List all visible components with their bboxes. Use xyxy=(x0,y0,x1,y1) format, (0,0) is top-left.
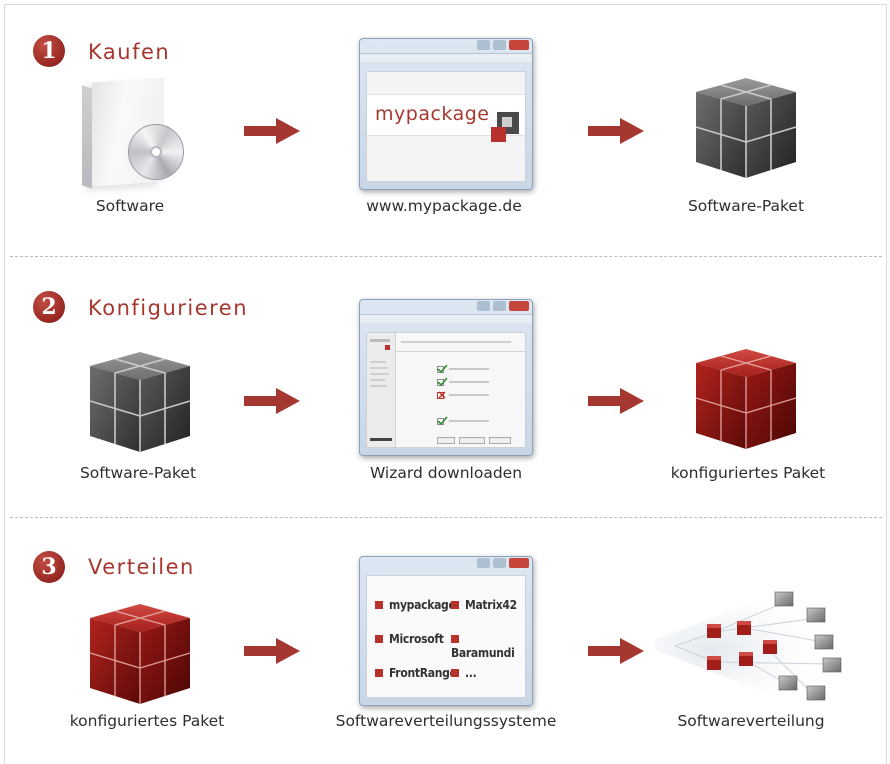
step-3-caption-distribution: Softwareverteilung xyxy=(677,712,825,730)
arrow-icon xyxy=(244,388,300,414)
grey-cube-icon xyxy=(695,78,797,178)
arrow-icon xyxy=(588,638,644,664)
step-2-title: Konfigurieren xyxy=(88,296,249,320)
system-item: FrontRange xyxy=(375,666,457,680)
arrow-icon xyxy=(588,118,644,144)
step-2-badge: 2 xyxy=(33,291,65,323)
step-2-caption-wizard: Wizard downloaden xyxy=(369,464,523,482)
arrow-icon xyxy=(244,118,300,144)
step-3-badge: 3 xyxy=(33,551,65,583)
section-divider xyxy=(10,256,882,257)
step-2-caption-configured: konfiguriertes Paket xyxy=(670,464,826,482)
mypackage-logo: mypackage xyxy=(375,103,490,125)
browser-window-icon: mypackage xyxy=(359,38,533,190)
system-item: ... xyxy=(451,666,477,680)
step-1-title: Kaufen xyxy=(88,40,171,64)
grey-cube-icon xyxy=(89,352,191,452)
step-1-caption-website: www.mypackage.de xyxy=(366,197,522,215)
arrow-icon xyxy=(588,388,644,414)
step-3-title: Verteilen xyxy=(88,555,195,579)
diagram-frame xyxy=(4,4,887,764)
systems-window-icon: mypackage Matrix42 Microsoft Baramundi F… xyxy=(359,556,533,706)
step-1-badge: 1 xyxy=(33,35,65,67)
step-2-caption-package: Software-Paket xyxy=(79,464,197,482)
red-cube-icon xyxy=(695,349,797,449)
step-1-caption-package: Software-Paket xyxy=(687,197,805,215)
red-cube-icon xyxy=(89,604,191,704)
system-item: Microsoft xyxy=(375,632,444,646)
step-3-caption-configured: konfiguriertes Paket xyxy=(69,712,225,730)
step-3-caption-systems: Softwareverteilungssysteme xyxy=(335,712,557,730)
network-distribution-icon xyxy=(655,590,845,701)
section-divider xyxy=(10,517,882,518)
wizard-window-icon xyxy=(359,299,533,456)
system-item: Baramundi xyxy=(451,632,525,660)
system-item: mypackage xyxy=(375,598,456,612)
arrow-icon xyxy=(244,638,300,664)
system-item: Matrix42 xyxy=(451,598,517,612)
step-1-caption-software: Software xyxy=(95,197,165,215)
